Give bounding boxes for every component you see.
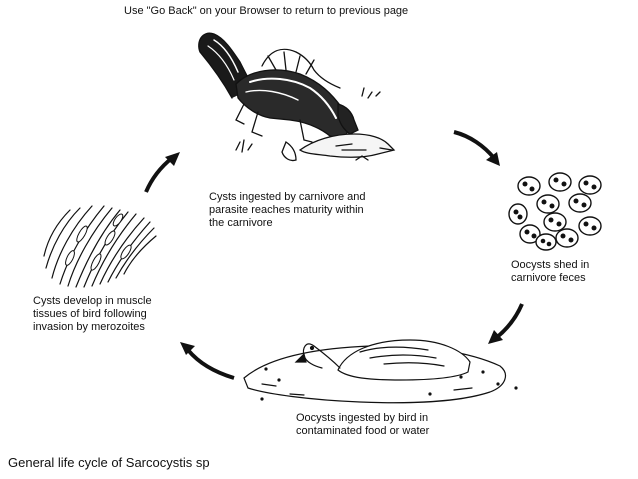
figure-caption: General life cycle of Sarcocystis sp — [8, 455, 210, 470]
stage-label-oocysts-shed: Oocysts shed in carnivore feces — [511, 259, 590, 284]
stage-label-muscle: Cysts develop in muscle tissues of bird … — [33, 295, 152, 333]
stage-label-bird: Oocysts ingested by bird in contaminated… — [296, 412, 430, 437]
go-back-note: Use "Go Back" on your Browser to return … — [124, 5, 409, 17]
stage-label-carnivore: Cysts ingested by carnivore and parasite… — [209, 191, 366, 229]
